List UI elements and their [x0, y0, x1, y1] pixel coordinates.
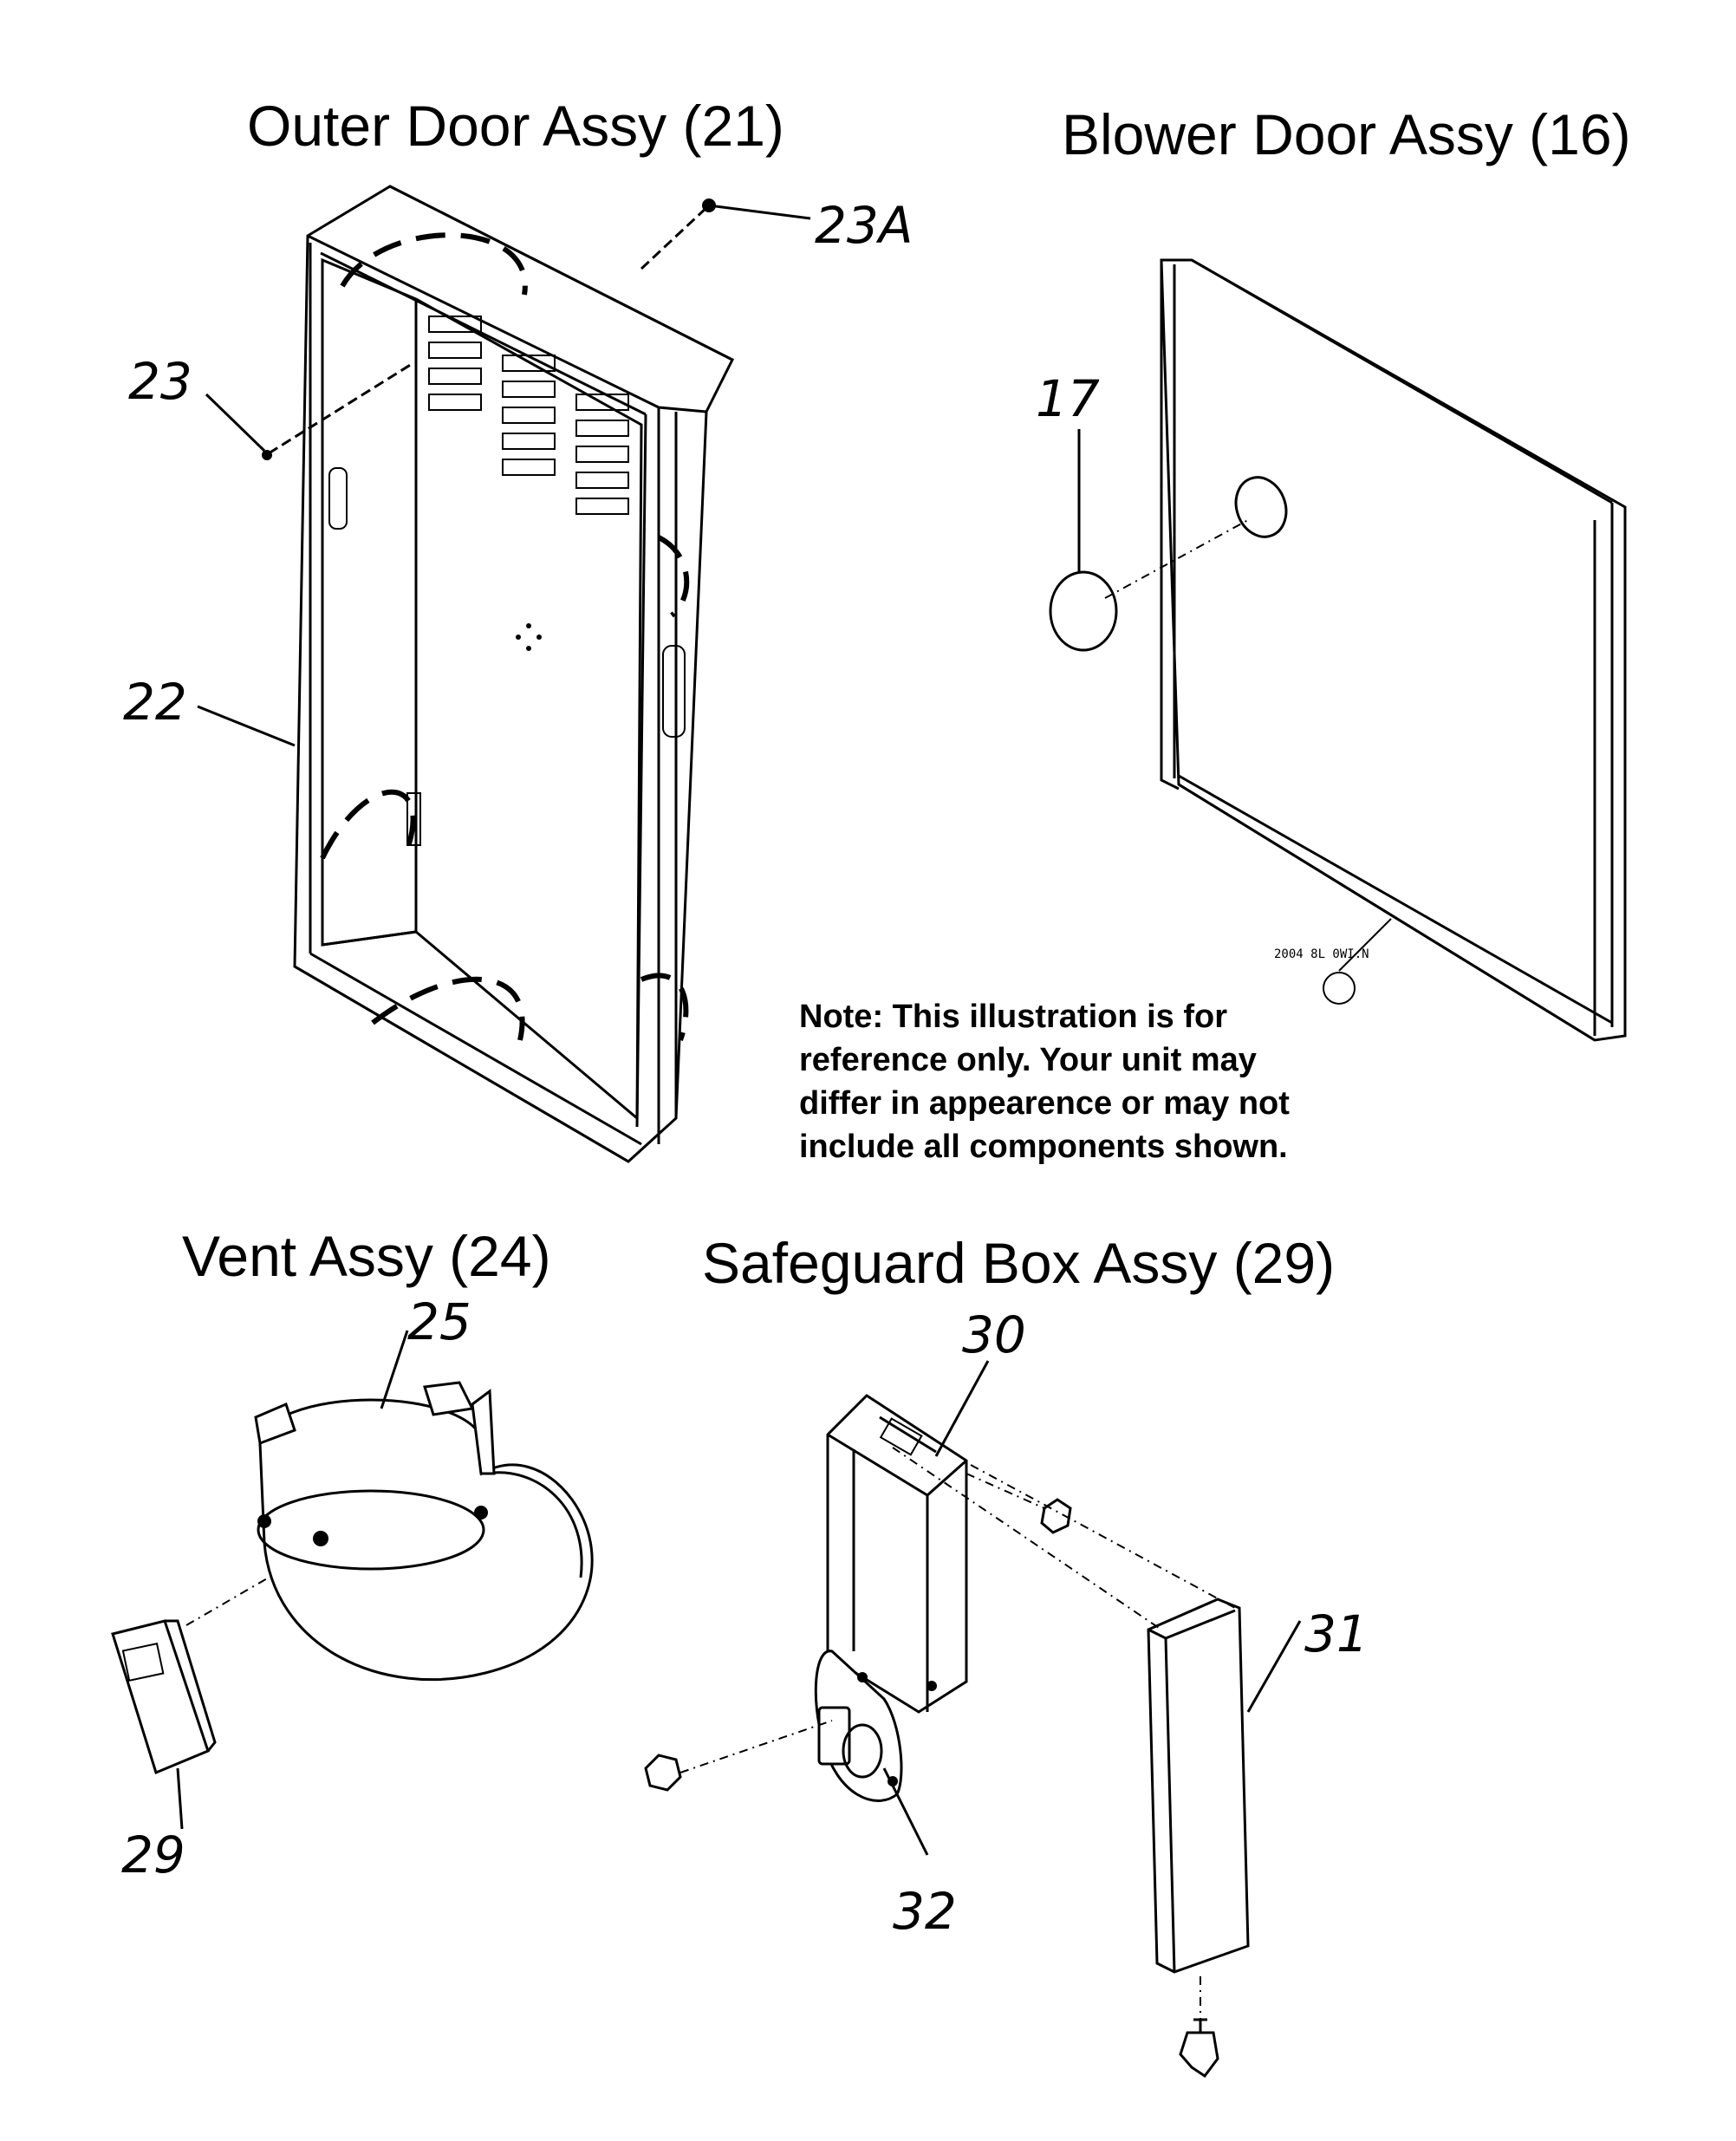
- vent-assy-title: Vent Assy (24): [182, 1224, 551, 1288]
- safeguard-box-assembly: [644, 1394, 1250, 2079]
- blower-door-assy-title: Blower Door Assy (16): [1062, 102, 1631, 166]
- reference-note: Note: This illustration is for reference…: [799, 999, 1290, 1165]
- louver-grille: [428, 316, 629, 515]
- callout-32: 32: [893, 1882, 957, 1941]
- limit-switch-32: [817, 1706, 851, 1766]
- callout-29: 29: [121, 1825, 185, 1884]
- outer-door-assy-title: Outer Door Assy (21): [247, 94, 784, 158]
- callout-30: 30: [962, 1305, 1026, 1364]
- note-line-4: include all components shown.: [799, 1129, 1288, 1165]
- callout-23: 23: [128, 352, 192, 411]
- note-line-3: differ in appearence or may not: [799, 1085, 1290, 1122]
- blower-door-hole: [1234, 476, 1288, 538]
- note-line-1: Note: This illustration is for: [799, 999, 1227, 1035]
- callout-22: 22: [123, 673, 187, 732]
- label-tag-text: 2004 8L 0WI.N: [1274, 947, 1369, 961]
- blower-door-assembly: 2004 8L 0WI.N: [1160, 258, 1627, 1042]
- label-tag: [1323, 972, 1356, 1005]
- callout-23a: 23A: [815, 196, 913, 255]
- callout-31: 31: [1304, 1604, 1369, 1663]
- screw-left: [644, 1754, 682, 1792]
- vent-assembly: [111, 1381, 594, 1830]
- note-line-2: reference only. Your unit may: [799, 1042, 1257, 1078]
- outer-door-assembly: [262, 185, 735, 1163]
- screw-bottom: [1179, 2031, 1219, 2079]
- bracket-30: [826, 1394, 968, 1714]
- cover-31: [1147, 1598, 1250, 1974]
- vent-safety-switch-29: [111, 1619, 210, 1775]
- callout-17: 17: [1036, 369, 1100, 428]
- safeguard-box-assy-title: Safeguard Box Assy (29): [702, 1231, 1335, 1295]
- callout-25: 25: [407, 1292, 471, 1351]
- plug-17: [1049, 570, 1118, 652]
